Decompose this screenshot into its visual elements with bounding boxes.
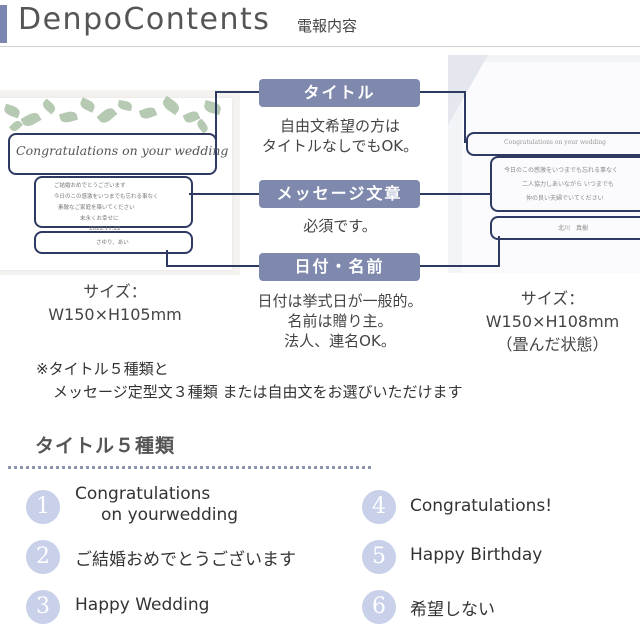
right-message-line: 仲の良い夫婦でいてください bbox=[526, 195, 604, 202]
left-card-title: Congratulations on your wedding bbox=[16, 143, 229, 158]
left-card-date: 2022.11.22 bbox=[89, 226, 121, 232]
size-left: サイズ： W150×H105mm bbox=[30, 280, 200, 326]
title-option-1: Congratulations on yourwedding bbox=[75, 484, 238, 526]
title-option-line: Congratulations bbox=[75, 484, 211, 504]
header-accent-bar bbox=[0, 5, 7, 43]
section-title: タイトル５種類 bbox=[35, 435, 176, 457]
right-card-title: Congratulations on your wedding bbox=[504, 139, 606, 146]
option-number: 3 bbox=[26, 590, 60, 624]
right-message-frame: 今日のこの感激をいつまでも忘れる事なく 二人協力しあいながら いつまでも 仲の良… bbox=[490, 156, 640, 212]
title-option-3: Happy Wedding bbox=[75, 595, 210, 615]
left-date-frame: さゆり、あい bbox=[34, 231, 193, 254]
brand-subtitle: 電報内容 bbox=[297, 17, 358, 35]
desc-message: 必須です。 bbox=[240, 216, 440, 236]
right-message-line: 今日のこの感激をいつまでも忘れる事なく bbox=[504, 167, 619, 174]
title-option-6: 希望しない bbox=[410, 600, 495, 620]
right-message-line: 二人協力しあいながら いつまでも bbox=[522, 181, 614, 188]
label-message: メッセージ文章 bbox=[259, 180, 420, 208]
desc-date-name-line: 名前は贈り主。 bbox=[287, 312, 393, 330]
label-date-name: 日付・名前 bbox=[259, 253, 420, 281]
label-title: タイトル bbox=[259, 79, 420, 107]
title-option-line: on yourwedding bbox=[101, 505, 239, 525]
connector-line bbox=[166, 265, 260, 267]
connector-line bbox=[215, 91, 217, 143]
left-message-line: 素敵なご家庭を築いてください bbox=[58, 205, 135, 211]
size-right: サイズ： W150×H108mm （畳んだ状態） bbox=[470, 287, 635, 356]
desc-date-name-line: 日付は挙式日が一般的。 bbox=[257, 292, 423, 310]
option-number: 2 bbox=[26, 540, 60, 574]
title-option-2: ご結婚おめでとうございます bbox=[75, 550, 296, 570]
left-card-sender: さゆり、あい bbox=[96, 240, 129, 246]
note-line: ※タイトル５種類と bbox=[36, 360, 169, 378]
left-card bbox=[0, 95, 232, 270]
desc-title-line: 自由文希望の方は bbox=[279, 117, 400, 135]
left-message-line: ご結婚おめでとうございます bbox=[54, 183, 126, 189]
desc-date-name: 日付は挙式日が一般的。 名前は贈り主。 法人、連名OK。 bbox=[230, 291, 450, 351]
size-left-line: サイズ： bbox=[83, 282, 147, 301]
size-right-line: サイズ： bbox=[520, 289, 585, 308]
right-card-fold bbox=[448, 55, 488, 125]
size-right-line: W150×H108mm bbox=[485, 312, 620, 331]
right-card-sender: 北川 真樹 bbox=[558, 225, 589, 232]
desc-title: 自由文希望の方は タイトルなしでもOK。 bbox=[240, 116, 440, 156]
title-option-4: Congratulations! bbox=[410, 496, 553, 516]
connector-line bbox=[498, 236, 500, 267]
right-date-frame: 北川 真樹 bbox=[490, 216, 640, 240]
left-message-line: 末永くお幸せに bbox=[80, 216, 119, 222]
brand-title: DenpoContents bbox=[18, 2, 271, 37]
left-message-line: 今日のこの感激をいつまでも忘れる事なく bbox=[54, 194, 159, 200]
selection-note: ※タイトル５種類と メッセージ定型文３種類 または自由文をお選びいただけます bbox=[36, 358, 462, 404]
left-message-frame: ご結婚おめでとうございます 今日のこの感激をいつまでも忘れる事なく 素敵なご家庭… bbox=[34, 176, 193, 228]
option-number: 5 bbox=[362, 540, 396, 574]
option-number: 6 bbox=[362, 590, 396, 624]
right-title-frame bbox=[466, 132, 640, 156]
option-number: 1 bbox=[26, 490, 60, 524]
size-right-line: （畳んだ状態） bbox=[496, 335, 609, 354]
dotted-divider bbox=[8, 466, 371, 469]
connector-line bbox=[419, 265, 499, 267]
desc-title-line: タイトルなしでもOK。 bbox=[261, 137, 419, 155]
connector-line bbox=[189, 193, 260, 195]
desc-date-name-line: 法人、連名OK。 bbox=[284, 332, 396, 350]
connector-line bbox=[464, 91, 466, 143]
left-title-frame bbox=[8, 133, 217, 175]
desc-message-line: 必須です。 bbox=[303, 217, 377, 235]
header-divider bbox=[0, 46, 640, 47]
title-option-5: Happy Birthday bbox=[410, 545, 543, 565]
option-number: 4 bbox=[362, 490, 396, 524]
connector-line bbox=[419, 193, 490, 195]
connector-line bbox=[166, 250, 168, 266]
note-line: メッセージ定型文３種類 または自由文をお選びいただけます bbox=[53, 383, 463, 401]
connector-line bbox=[419, 91, 465, 93]
size-left-line: W150×H105mm bbox=[48, 305, 182, 324]
connector-line bbox=[215, 91, 259, 93]
